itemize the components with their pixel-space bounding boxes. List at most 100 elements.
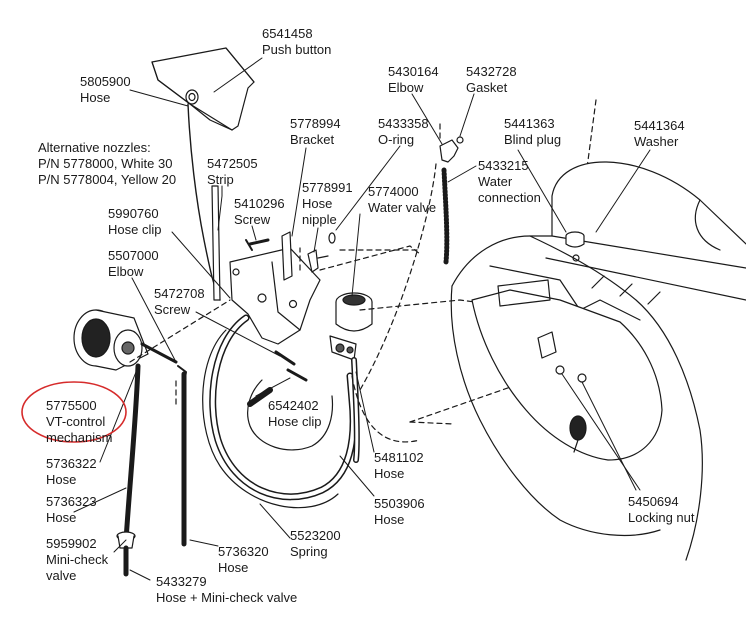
- part-number: 5441364: [634, 118, 685, 133]
- part-name: Hose: [374, 466, 405, 481]
- part-name: Mini-check: [46, 552, 109, 567]
- note-line: P/N 5778004, Yellow 20: [38, 172, 177, 187]
- part-name: O-ring: [378, 132, 415, 147]
- callout-bracket: 5778994 Bracket: [290, 116, 341, 148]
- note-heading: Alternative nozzles:: [38, 140, 151, 155]
- part-name: Screw: [234, 212, 271, 227]
- part-number: 6541458: [262, 26, 313, 41]
- part-name: Elbow: [388, 80, 424, 95]
- part-name: Hose: [374, 512, 405, 527]
- part-number: 5959902: [46, 536, 97, 551]
- part-name: VT-control: [46, 414, 106, 429]
- part-number: 5775500: [46, 398, 97, 413]
- callout-strip: 5472505 Strip: [207, 156, 258, 188]
- part-name: Hose: [218, 560, 249, 575]
- callout-hose-b: 5736323 Hose: [46, 494, 97, 526]
- callout-elbow-left: 5507000 Elbow: [108, 248, 159, 280]
- part-number: 5433279: [156, 574, 207, 589]
- part-number: 5736323: [46, 494, 97, 509]
- push-button-part: [151, 47, 255, 131]
- oring-part: [328, 232, 336, 244]
- water-connection-hose: [441, 167, 450, 265]
- callout-spring: 5523200 Spring: [290, 528, 341, 560]
- callout-water-connection: 5433215 Water connection: [478, 158, 541, 206]
- callout-blind-plug: 5441363 Blind plug: [504, 116, 561, 148]
- part-number: 5778994: [290, 116, 341, 131]
- part-name: Screw: [154, 302, 191, 317]
- hose-a-part: [123, 363, 141, 543]
- callout-hose-d: 5736320 Hose: [218, 544, 269, 576]
- part-name: Bracket: [290, 132, 335, 147]
- highlight-circle: [21, 381, 127, 443]
- callout-hose-right: 5481102 Hose: [374, 450, 424, 482]
- part-name: Water: [478, 174, 513, 189]
- callout-hose-clip-left: 5990760 Hose clip: [108, 206, 161, 238]
- part-name: Blind plug: [504, 132, 562, 147]
- part-number: 5410296: [234, 196, 285, 211]
- part-name: Gasket: [466, 80, 508, 95]
- callout-push-button: 6541458 Push button: [262, 26, 331, 58]
- callout-elbow-top: 5430164 Elbow: [388, 64, 439, 96]
- callout-gasket: 5432728 Gasket: [466, 64, 517, 96]
- part-number: 5507000: [108, 248, 159, 263]
- callout-washer: 5441364 Washer: [634, 118, 685, 150]
- part-name: Washer: [634, 134, 679, 149]
- bracket-part: [229, 231, 321, 345]
- part-name: Hose + Mini-check valve: [156, 590, 298, 605]
- screw-mid-part: [274, 350, 308, 382]
- part-name: Hose: [46, 510, 77, 525]
- part-name: Water valve: [368, 200, 437, 215]
- part-number: 5441363: [504, 116, 555, 131]
- part-number: 5805900: [80, 74, 131, 89]
- part-number: 5774000: [368, 184, 419, 199]
- callout-vt-control: 5775500 VT-control mechanism: [46, 398, 112, 446]
- part-number: 5472708: [154, 286, 205, 301]
- part-number: 5736322: [46, 456, 97, 471]
- hose-loops: [202, 314, 357, 509]
- part-number: 5523200: [290, 528, 341, 543]
- callout-hose-clip-mid: 6542402 Hose clip: [268, 398, 321, 430]
- part-name: connection: [478, 190, 541, 205]
- part-name: Hose: [80, 90, 111, 105]
- part-number: 5990760: [108, 206, 159, 221]
- part-name: valve: [46, 568, 77, 583]
- elbow-left-part: [177, 365, 187, 385]
- part-name: nipple: [302, 212, 337, 227]
- callout-hose-c: 5503906 Hose: [374, 496, 425, 528]
- vt-control-part: [73, 309, 178, 371]
- part-name: Spring: [290, 544, 328, 559]
- part-number: 5450694: [628, 494, 679, 509]
- part-number: 5481102: [374, 450, 424, 465]
- part-name: Hose clip: [268, 414, 322, 429]
- part-name: Push button: [262, 42, 332, 57]
- part-name: Elbow: [108, 264, 144, 279]
- elbow-top-part: [439, 136, 464, 163]
- part-number: 5472505: [207, 156, 258, 171]
- part-name: Hose: [46, 472, 77, 487]
- callout-alternative-nozzles: Alternative nozzles: P/N 5778000, White …: [38, 140, 176, 188]
- hose-nipple-part: [307, 249, 329, 273]
- part-name: Hose: [302, 196, 333, 211]
- water-valve-part: [329, 292, 373, 361]
- part-number: 5503906: [374, 496, 425, 511]
- blind-plug-part: [565, 231, 585, 262]
- part-name: Strip: [207, 172, 234, 187]
- callout-oring: 5433358 O-ring: [378, 116, 429, 148]
- note-line: P/N 5778000, White 30: [38, 156, 173, 171]
- strip-part: [211, 185, 221, 301]
- callout-hose-nipple: 5778991 Hose nipple: [302, 180, 353, 228]
- part-number: 5736320: [218, 544, 269, 559]
- callout-water-valve: 5774000 Water valve: [368, 184, 436, 216]
- part-number: 5433215: [478, 158, 529, 173]
- mini-check-part: [116, 531, 136, 577]
- callout-screw-top: 5410296 Screw: [234, 196, 285, 228]
- screw-top-part: [245, 238, 270, 251]
- part-number: 5778991: [302, 180, 353, 195]
- urinal-body: [450, 161, 746, 561]
- callout-hose-mini-check: 5433279 Hose + Mini-check valve: [156, 574, 297, 606]
- leader-lines: [73, 57, 651, 581]
- part-name: Locking nut: [628, 510, 695, 525]
- callout-hose-top: 5805900 Hose: [80, 74, 131, 106]
